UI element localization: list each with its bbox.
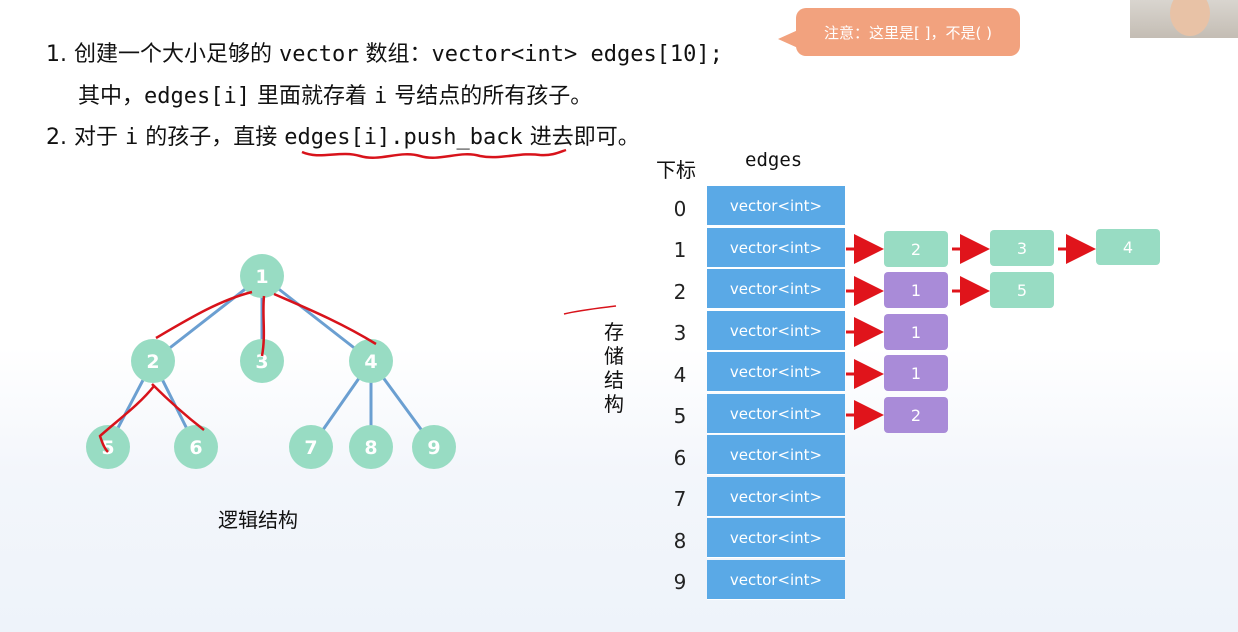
presenter-face bbox=[1170, 0, 1210, 36]
line3-text-a: 对于 bbox=[74, 125, 119, 150]
annotation-2-6 bbox=[151, 383, 205, 431]
index-header: 下标 bbox=[656, 158, 696, 182]
tree-node-8-label: 8 bbox=[364, 437, 377, 459]
tree-node-3-label: 3 bbox=[255, 351, 268, 373]
tree-node-1 bbox=[240, 254, 284, 298]
line2-code-edges-i: edges[i] bbox=[144, 84, 250, 109]
line3-text-b: 的孩子，直接 bbox=[145, 125, 278, 150]
array-cell-5: vector<int> bbox=[707, 394, 845, 434]
annotation-2-5 bbox=[98, 385, 155, 453]
line1-text-a: 创建一个大小足够的 bbox=[74, 42, 273, 67]
instruction-line-2: 其中，edges[i] 里面就存着 i 号结点的所有孩子。 bbox=[78, 78, 592, 110]
presenter-webcam bbox=[1130, 0, 1238, 38]
tree-node-7 bbox=[289, 425, 333, 469]
line3-code-i: i bbox=[125, 125, 139, 150]
tree-node-9 bbox=[412, 425, 456, 469]
tree-node-2-label: 2 bbox=[146, 351, 159, 373]
annotation-1-2 bbox=[155, 290, 253, 340]
tree-node-4-label: 4 bbox=[364, 351, 377, 373]
index-3: 3 bbox=[673, 321, 687, 345]
tree-node-7-label: 7 bbox=[304, 437, 317, 459]
line2-code-i: i bbox=[374, 84, 388, 109]
line1-text-b: 数组： bbox=[365, 42, 432, 67]
tree-node-4 bbox=[349, 339, 393, 383]
child-box-1-c: 4 bbox=[1096, 229, 1160, 265]
tree-node-5-label: 5 bbox=[101, 437, 114, 459]
array-cell-9: vector<int> bbox=[707, 560, 845, 600]
tree-node-6 bbox=[174, 425, 218, 469]
edge-1-2 bbox=[152, 274, 263, 363]
tree-nodes bbox=[86, 254, 456, 469]
array-cell-0: vector<int> bbox=[707, 186, 845, 226]
index-8: 8 bbox=[673, 529, 687, 553]
child-box-2-a: 5 bbox=[990, 272, 1054, 308]
edge-1-4 bbox=[261, 274, 372, 363]
index-1: 1 bbox=[673, 238, 687, 262]
index-5: 5 bbox=[673, 404, 687, 428]
child-box-1-b: 3 bbox=[990, 230, 1054, 266]
instruction-line-3: 2. 对于 i 的孩子，直接 edges[i].push_back 进去即可。 bbox=[46, 119, 640, 151]
array-cell-2: vector<int> bbox=[707, 269, 845, 309]
line1-code-vector: vector bbox=[279, 42, 359, 67]
line2-text-b: 里面就存着 bbox=[256, 84, 367, 109]
array-cell-3: vector<int> bbox=[707, 311, 845, 351]
array-cell-6: vector<int> bbox=[707, 435, 845, 475]
annotation-1-3 bbox=[260, 295, 266, 357]
tree-node-8 bbox=[349, 425, 393, 469]
stray-annotation bbox=[563, 305, 617, 315]
array-header: edges bbox=[745, 149, 803, 171]
array-cell-7: vector<int> bbox=[707, 477, 845, 517]
index-2: 2 bbox=[673, 280, 687, 304]
tree-annotations bbox=[98, 290, 377, 453]
tree-node-1-label: 1 bbox=[255, 266, 268, 288]
underline-annotation bbox=[301, 148, 567, 159]
parent-box-4: 1 bbox=[884, 355, 948, 391]
tree-node-2 bbox=[131, 339, 175, 383]
child-box-1-a: 2 bbox=[884, 231, 948, 267]
index-7: 7 bbox=[673, 487, 687, 511]
array-cell-1: vector<int> bbox=[707, 228, 845, 268]
tree-node-5 bbox=[86, 425, 130, 469]
line1-number: 1. bbox=[46, 42, 67, 67]
line3-code-push-back: edges[i].push_back bbox=[284, 125, 523, 150]
tree-node-6-label: 6 bbox=[189, 437, 202, 459]
line3-number: 2. bbox=[46, 125, 67, 150]
parent-box-2: 1 bbox=[884, 272, 948, 308]
line1-code-declaration: vector<int> edges[10]; bbox=[431, 42, 723, 67]
array-cell-8: vector<int> bbox=[707, 518, 845, 558]
storage-arrows bbox=[846, 234, 1096, 430]
array-cell-4: vector<int> bbox=[707, 352, 845, 392]
storage-structure-label: 存储结构 bbox=[604, 320, 624, 416]
tree-node-3 bbox=[240, 339, 284, 383]
annotation-1-4 bbox=[273, 292, 377, 346]
logical-structure-caption: 逻辑结构 bbox=[218, 508, 298, 532]
line2-text-a: 其中， bbox=[78, 84, 145, 109]
note-callout-text: 注意：这里是[ ]，不是( ) bbox=[824, 23, 992, 42]
line3-text-c: 进去即可。 bbox=[529, 125, 640, 150]
note-callout: 注意：这里是[ ]，不是( ) bbox=[778, 8, 1020, 56]
index-4: 4 bbox=[673, 363, 687, 387]
instruction-line-1: 1. 创建一个大小足够的 vector 数组：vector<int> edges… bbox=[46, 36, 723, 68]
line2-text-c: 号结点的所有孩子。 bbox=[394, 84, 593, 109]
index-9: 9 bbox=[673, 570, 687, 594]
parent-box-3: 1 bbox=[884, 314, 948, 350]
tree-node-9-label: 9 bbox=[427, 437, 440, 459]
index-6: 6 bbox=[673, 446, 687, 470]
parent-box-5: 2 bbox=[884, 397, 948, 433]
index-0: 0 bbox=[673, 197, 687, 221]
